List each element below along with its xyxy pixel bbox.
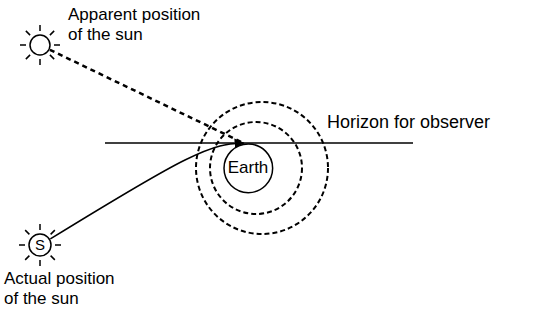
- sun-ray: [26, 55, 30, 59]
- sun-symbol-outline: [29, 34, 51, 56]
- earth-label: Earth: [228, 158, 269, 178]
- refracted-ray: [50, 143, 243, 239]
- sun-ray: [39, 260, 41, 266]
- sun-ray: [51, 230, 55, 234]
- sun-ray: [39, 25, 41, 31]
- sun-ray: [25, 230, 29, 234]
- sun-ray: [50, 31, 54, 35]
- horizon-line: [105, 142, 413, 144]
- sun-ray: [55, 244, 61, 246]
- circle-outline: [30, 35, 50, 55]
- sun-ray: [19, 244, 25, 246]
- sun-symbol: SActual position of the sun: [28, 233, 52, 257]
- sun-ray: [51, 256, 55, 260]
- sun-ray: [39, 224, 41, 230]
- circle-outline: [29, 234, 51, 256]
- sun-ray: [25, 256, 29, 260]
- line-of-sight: [50, 50, 244, 143]
- circle-outline: [224, 144, 273, 193]
- sun-label: Actual position of the sun: [4, 269, 124, 310]
- sun-label: Apparent position of the sun: [68, 5, 210, 46]
- atmosphere-layer: [196, 102, 328, 234]
- sun-ray: [26, 31, 30, 35]
- sun-symbol: Apparent position of the sun: [29, 34, 51, 56]
- horizon-label: Horizon for observer: [327, 112, 490, 134]
- sun-ray: [20, 44, 26, 46]
- atmosphere-layer: [210, 122, 302, 214]
- earth-circle: Earth: [223, 143, 274, 194]
- sun-letter: S: [35, 236, 45, 254]
- sun-ray: [54, 44, 60, 46]
- sun-ray: [39, 59, 41, 65]
- sun-ray: [50, 55, 54, 59]
